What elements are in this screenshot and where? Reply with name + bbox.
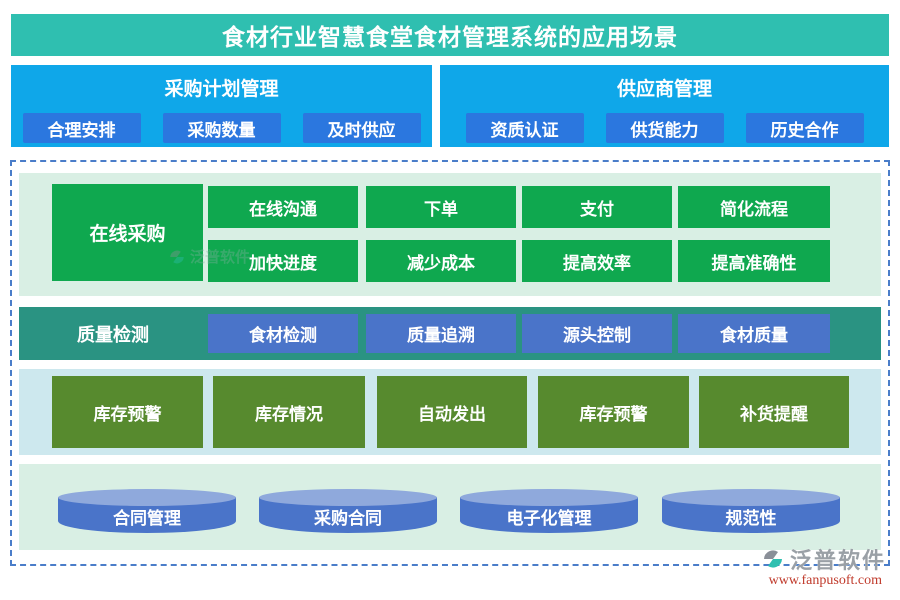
- contract-cylinder: 合同管理: [58, 489, 236, 533]
- inventory-warning-item: 库存预警: [538, 376, 689, 448]
- procurement-plan-item: 采购数量: [162, 113, 281, 143]
- watermark-corner: 泛普软件 www.fanpusoft.com: [761, 543, 886, 589]
- supplier-management-items: 资质认证 供货能力 历史合作: [440, 113, 889, 143]
- quality-check-item: 食材质量: [678, 314, 830, 353]
- page-title: 食材行业智慧食堂食材管理系统的应用场景: [11, 14, 889, 56]
- quality-check-band: 质量检测 食材检测 质量追溯 源头控制 食材质量: [19, 307, 881, 360]
- fanpu-logo-icon: [763, 550, 782, 568]
- section-procurement-plan: 采购计划管理 合理安排 采购数量 及时供应: [11, 65, 432, 147]
- section-supplier-management: 供应商管理 资质认证 供货能力 历史合作: [440, 65, 889, 147]
- inventory-warning-item: 库存情况: [213, 376, 365, 448]
- contract-cylinder: 采购合同: [259, 489, 437, 533]
- online-purchase-item: 加快进度: [208, 240, 358, 282]
- online-purchase-item: 减少成本: [366, 240, 516, 282]
- contract-cylinder-label: 合同管理: [113, 509, 181, 528]
- watermark-brand-text: 泛普软件: [190, 249, 251, 266]
- supplier-management-title: 供应商管理: [616, 79, 712, 100]
- contract-cylinder-label: 电子化管理: [506, 509, 592, 528]
- watermark-brand-text: 泛普软件: [789, 548, 886, 573]
- quality-check-label: 质量检测: [77, 324, 149, 345]
- contract-cylinder-label: 规范性: [725, 509, 777, 528]
- contract-panel: 合同管理 采购合同 电子化管理 规范性: [19, 464, 881, 550]
- procurement-plan-item: 合理安排: [22, 113, 141, 143]
- online-purchase-item: 提高准确性: [678, 240, 830, 282]
- inventory-warning-item: 补货提醒: [699, 376, 849, 448]
- online-purchase-label: 在线采购: [52, 184, 203, 281]
- online-purchase-item: 下单: [366, 186, 516, 228]
- online-purchase-item: 提高效率: [522, 240, 672, 282]
- online-purchase-item: 在线沟通: [208, 186, 358, 228]
- procurement-plan-title: 采购计划管理: [164, 79, 279, 100]
- quality-check-item: 质量追溯: [366, 314, 516, 353]
- contract-cylinder-label: 采购合同: [314, 509, 382, 528]
- inventory-warning-panel: 库存预警 库存情况 自动发出 库存预警 补货提醒: [19, 369, 881, 455]
- quality-check-item: 食材检测: [208, 314, 358, 353]
- supplier-management-item: 供货能力: [605, 113, 724, 143]
- quality-check-item: 源头控制: [522, 314, 672, 353]
- online-purchase-item: 支付: [522, 186, 672, 228]
- contract-cylinder: 电子化管理: [460, 489, 638, 533]
- online-purchase-panel: 在线采购 在线沟通 下单 支付 简化流程 加快进度 减少成本 提高效率 提高准确…: [19, 173, 881, 296]
- procurement-plan-item: 及时供应: [302, 113, 421, 143]
- procurement-plan-items: 合理安排 采购数量 及时供应: [11, 113, 432, 143]
- inventory-warning-item: 自动发出: [377, 376, 527, 448]
- inventory-warning-label: 库存预警: [52, 376, 203, 448]
- supplier-management-item: 资质认证: [465, 113, 584, 143]
- online-purchase-item: 简化流程: [678, 186, 830, 228]
- watermark-url: www.fanpusoft.com: [768, 573, 882, 588]
- scenario-dashed-container: 在线采购 在线沟通 下单 支付 简化流程 加快进度 减少成本 提高效率 提高准确…: [10, 160, 890, 566]
- supplier-management-item: 历史合作: [745, 113, 864, 143]
- contract-cylinder: 规范性: [662, 489, 840, 533]
- watermark-center: 泛普软件: [168, 246, 250, 267]
- fanpu-logo-icon: [170, 250, 184, 263]
